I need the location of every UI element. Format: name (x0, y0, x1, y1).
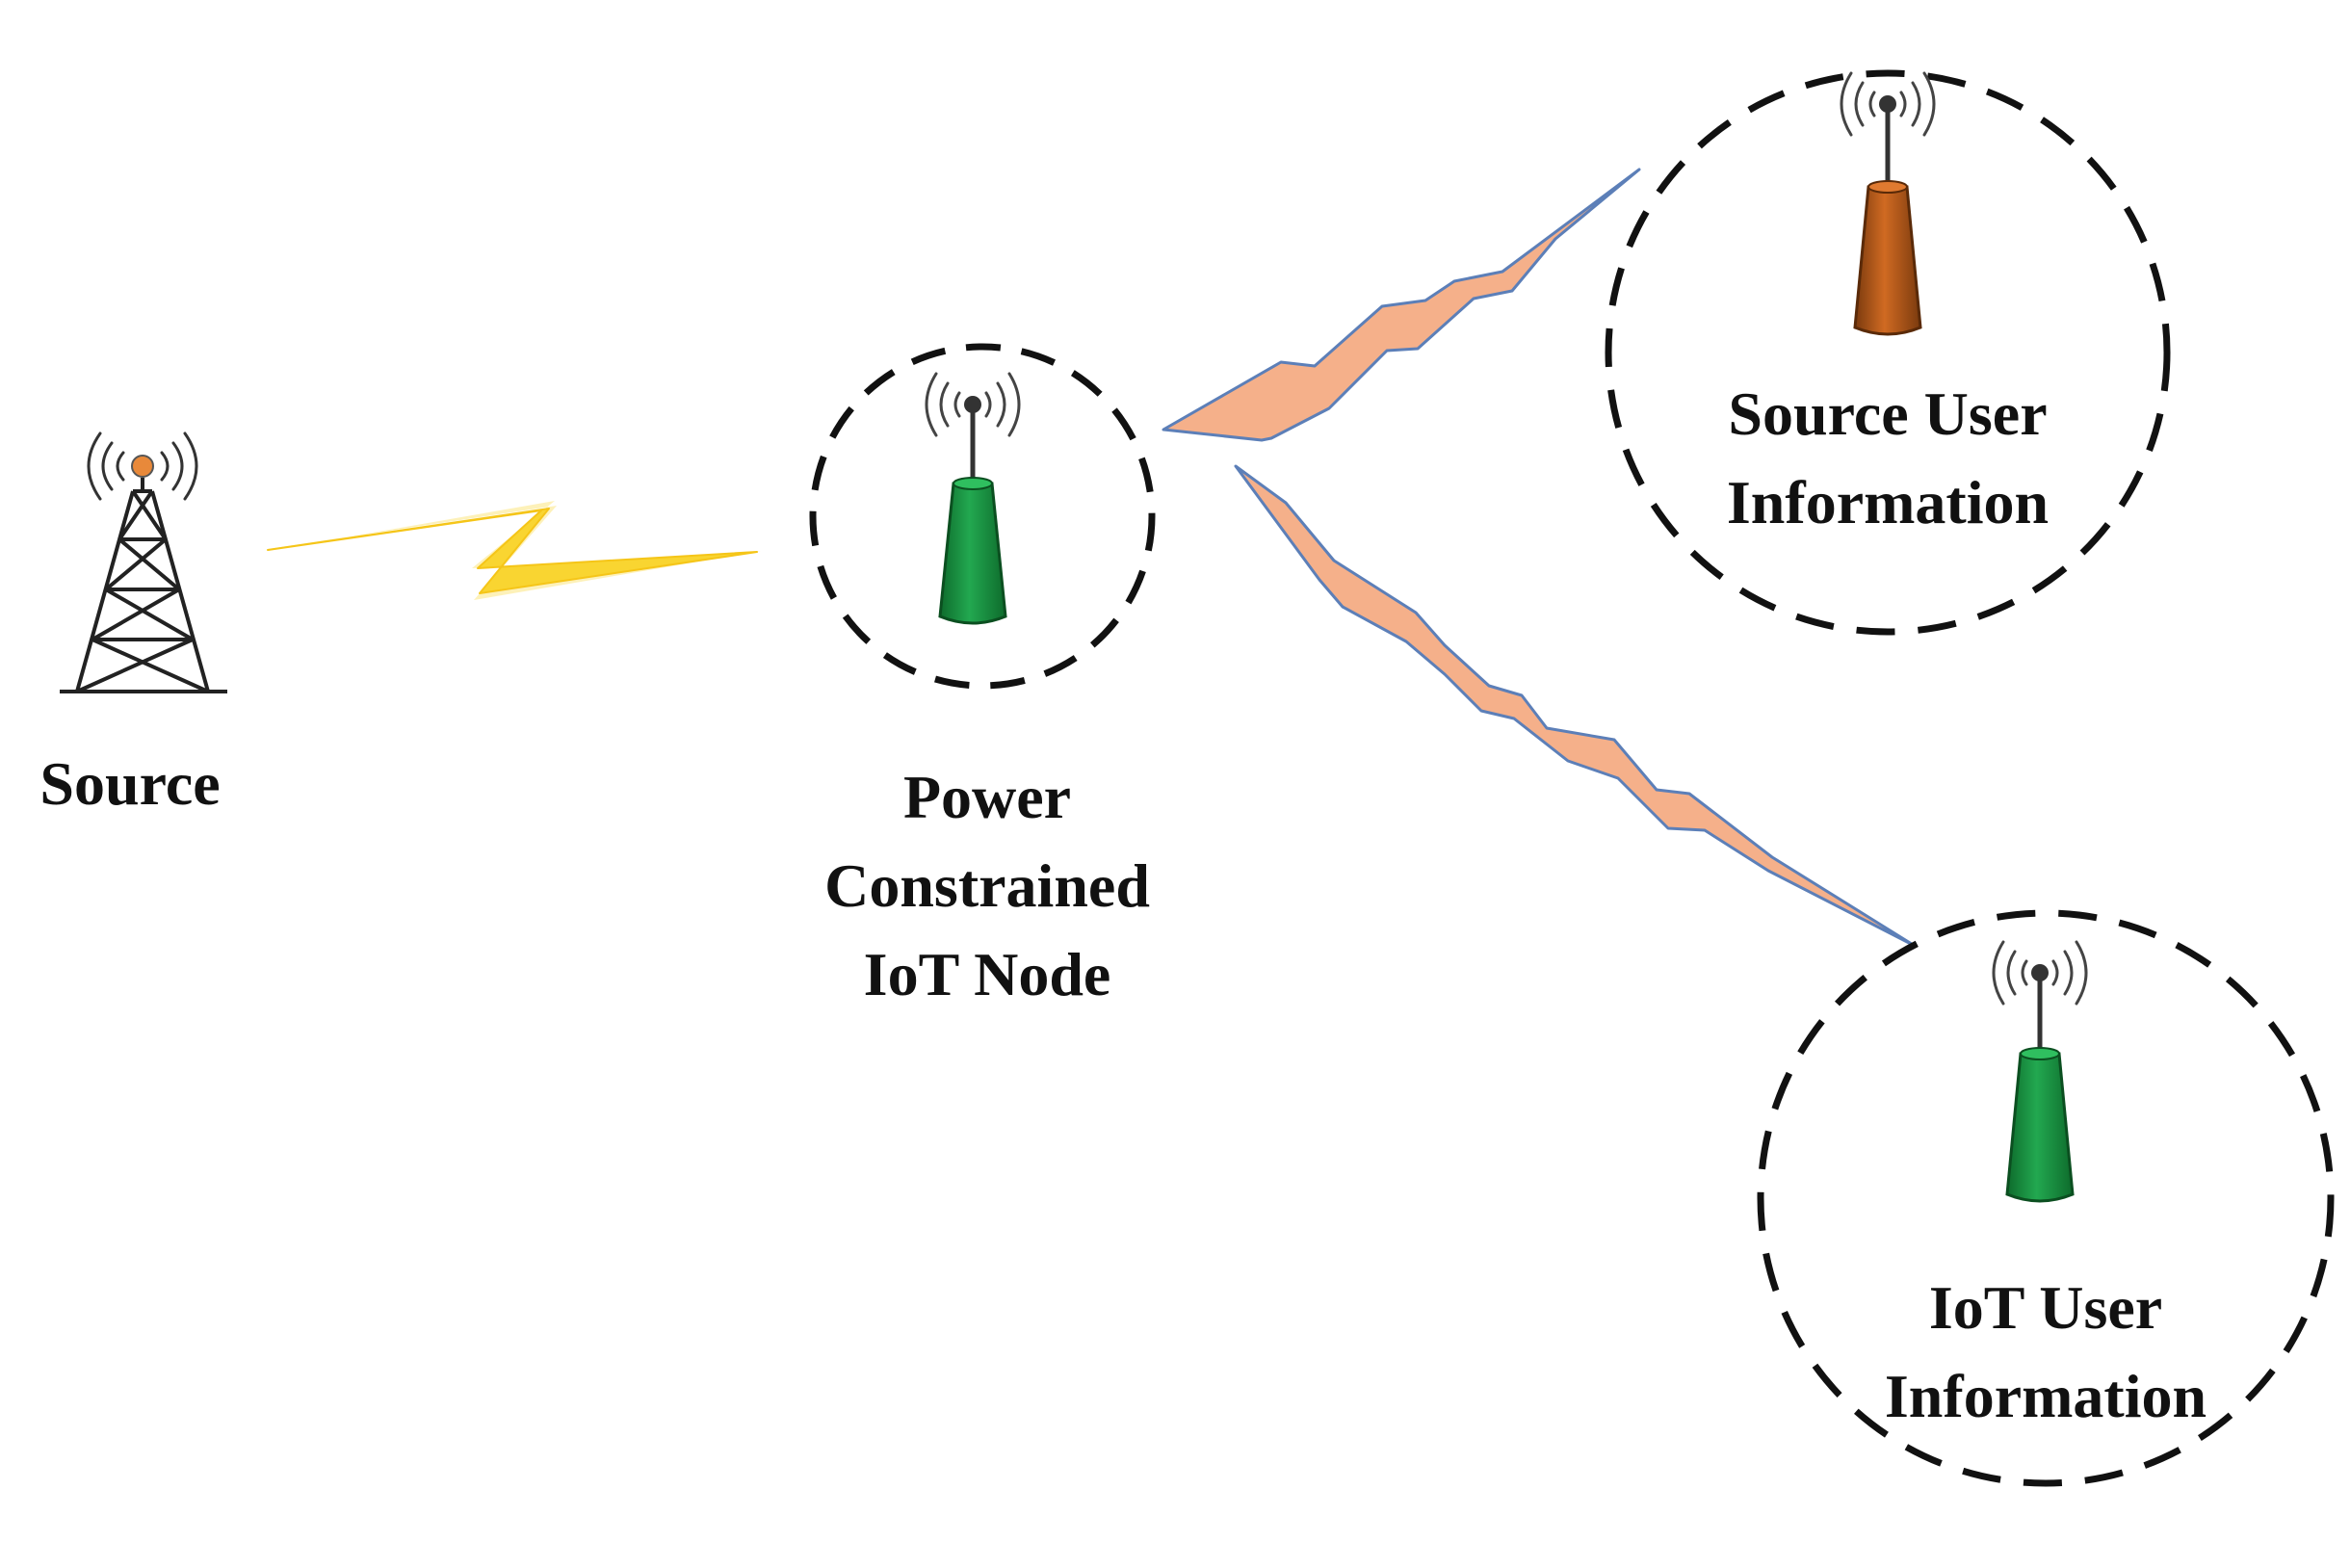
source-label: Source (10, 753, 250, 815)
iot-user-label-line-2: Information (1884, 1362, 2207, 1430)
source-user-label: Source User Information (1647, 370, 2128, 547)
iot-node-label-line-2: Constrained (824, 851, 1150, 920)
iot-user-label-line-1: IoT User (1928, 1273, 2163, 1342)
iot-user-dashed-boundary (1757, 909, 2335, 1487)
antenna-icon (1992, 940, 2088, 1203)
source-user-dashed-boundary (1605, 69, 2171, 636)
antenna-icon (925, 372, 1021, 625)
iot-node-dashed-boundary (809, 343, 1156, 690)
source-label-line: Source (39, 749, 221, 818)
broadcast-tower-icon (60, 431, 227, 693)
iot-node-label: Power Constrained IoT Node (770, 753, 1204, 1019)
source-user-label-line-1: Source User (1728, 379, 2048, 448)
iot-user-label: IoT User Information (1805, 1264, 2286, 1441)
source-user-label-line-2: Information (1726, 468, 2050, 536)
lightning-link-icon (267, 501, 761, 600)
iot-node-label-line-3: IoT Node (863, 940, 1111, 1008)
link-to-source-user (1162, 168, 1641, 442)
iot-node-label-line-1: Power (902, 763, 1072, 831)
antenna-icon (1840, 71, 1936, 336)
